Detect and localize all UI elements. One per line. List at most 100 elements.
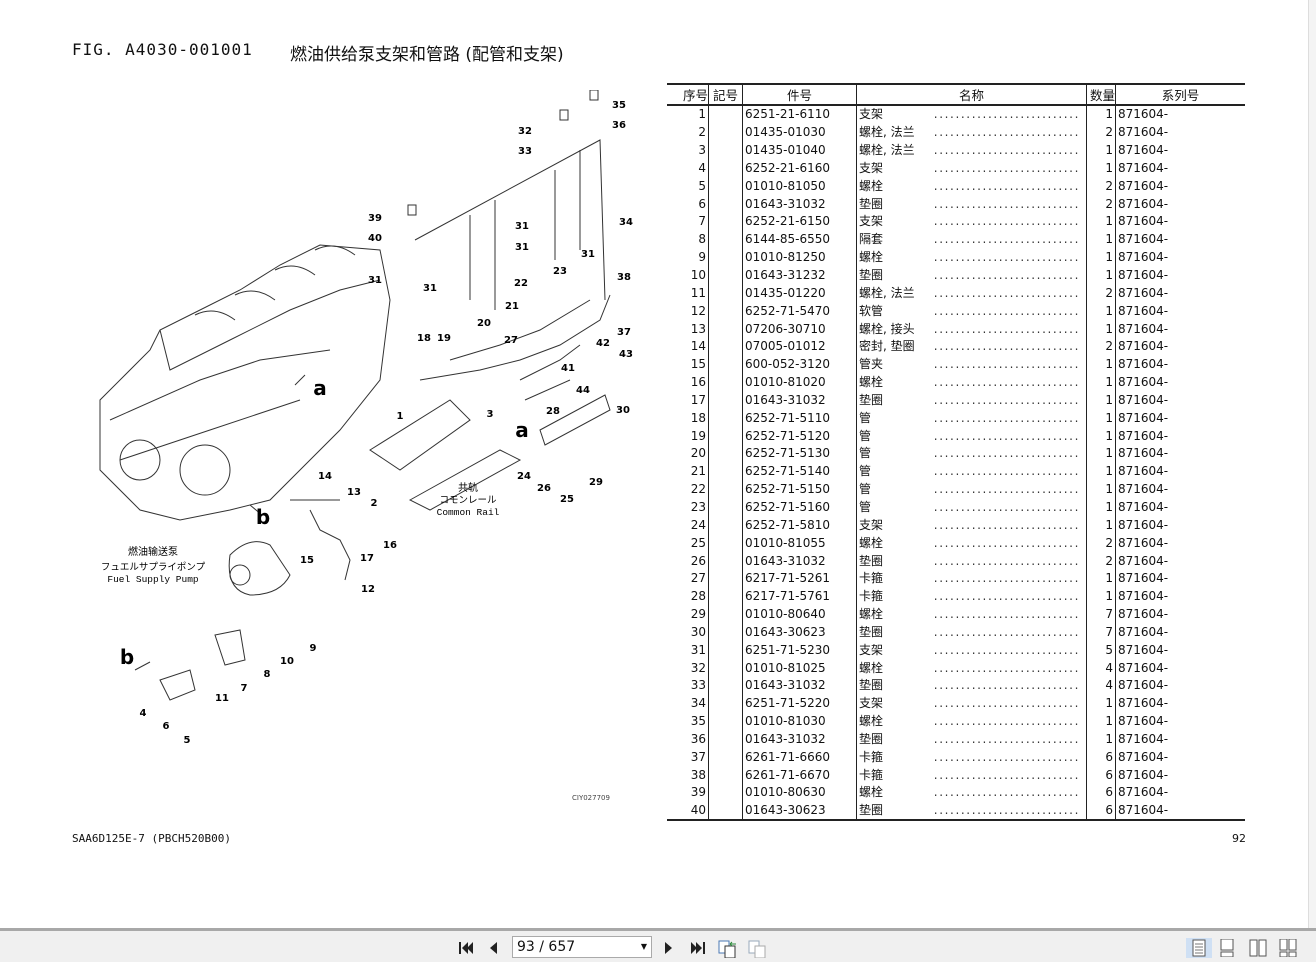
item-name: 软管........................... [856, 302, 1087, 321]
item-name: 支架........................... [856, 159, 1087, 178]
item-mark [708, 177, 743, 196]
leader-dots: ........................... [933, 339, 1080, 354]
vertical-scrollbar[interactable] [1308, 0, 1316, 928]
item-quantity: 1 [1086, 248, 1116, 267]
col-index: 序号 [667, 84, 709, 106]
item-index: 29 [690, 607, 706, 622]
item-serial: 871604- [1115, 213, 1245, 231]
continuous-facing-view-button[interactable] [1276, 938, 1300, 958]
last-page-button[interactable] [688, 938, 708, 958]
item-serial: 871604- [1115, 623, 1245, 642]
chevron-down-icon[interactable]: ▼ [640, 942, 647, 951]
next-page-button[interactable] [660, 938, 678, 958]
previous-view-button[interactable] [716, 938, 740, 958]
callout-28: 28 [546, 406, 560, 417]
leader-dots: ........................... [933, 232, 1080, 247]
item-name: 螺栓........................... [856, 659, 1087, 677]
item-part-number: 6251-71-5220 [742, 694, 857, 713]
item-index: 19 [690, 428, 706, 443]
callout-39: 39 [368, 213, 382, 224]
item-part-number: 01643-31232 [742, 266, 857, 285]
common-rail-label: 共轨 コモンレール Common Rail [437, 481, 500, 518]
callout-17: 17 [360, 553, 374, 564]
item-part-number: 6261-71-6660 [742, 748, 857, 767]
item-quantity: 1 [1086, 587, 1116, 606]
item-part-number: 6252-71-5810 [742, 516, 857, 535]
item-mark [708, 266, 743, 285]
item-name: 垫圈........................... [856, 391, 1087, 410]
callout-37: 37 [617, 327, 631, 338]
item-part-number: 01010-81055 [742, 534, 857, 553]
first-page-button[interactable] [456, 938, 476, 958]
facing-view-button[interactable] [1246, 938, 1270, 958]
item-serial: 871604- [1115, 498, 1245, 517]
item-serial: 871604- [1115, 123, 1245, 142]
item-part-number: 01010-81030 [742, 712, 857, 731]
item-serial: 871604- [1115, 712, 1245, 731]
item-name-text: 螺栓, 接头 [859, 321, 915, 336]
item-name-text: 螺栓 [859, 375, 884, 390]
item-quantity: 6 [1086, 766, 1116, 785]
item-mark [708, 123, 743, 142]
callout-12: 12 [361, 584, 375, 595]
item-serial: 871604- [1115, 391, 1245, 410]
item-name: 螺栓........................... [856, 534, 1087, 553]
single-page-view-button[interactable] [1186, 938, 1212, 958]
item-index: 12 [690, 303, 706, 318]
callout-a: a [515, 418, 529, 442]
item-quantity: 1 [1086, 569, 1116, 588]
item-serial: 871604- [1115, 230, 1245, 249]
callout-25: 25 [560, 494, 574, 505]
item-quantity: 1 [1086, 462, 1116, 481]
page-number: 92 [1232, 832, 1246, 845]
next-view-button[interactable] [746, 938, 770, 958]
leader-dots: ........................... [933, 482, 1080, 497]
item-quantity: 1 [1086, 427, 1116, 446]
item-serial: 871604- [1115, 462, 1245, 481]
item-index: 15 [690, 357, 706, 372]
item-mark [708, 801, 743, 820]
callout-13: 13 [347, 487, 361, 498]
leader-dots: ........................... [933, 607, 1080, 622]
item-serial: 871604- [1115, 730, 1245, 749]
item-mark [708, 391, 743, 410]
item-mark [708, 730, 743, 749]
svg-text:燃油输送泵: 燃油输送泵 [128, 545, 178, 558]
item-name-text: 管 [859, 464, 872, 479]
item-quantity: 1 [1086, 712, 1116, 731]
item-quantity: 2 [1086, 552, 1116, 570]
page-number-input[interactable]: 93 / 657▼ [512, 936, 652, 958]
item-quantity: 1 [1086, 266, 1116, 285]
callout-31: 31 [423, 283, 437, 294]
previous-page-button[interactable] [484, 938, 502, 958]
viewer-toolbar: 93 / 657▼ [0, 928, 1316, 962]
item-index: 37 [690, 749, 706, 764]
item-quantity: 1 [1086, 445, 1116, 463]
item-serial: 871604- [1115, 195, 1245, 214]
item-mark [708, 320, 743, 338]
last-page-icon [691, 942, 705, 954]
item-quantity: 1 [1086, 730, 1116, 749]
callout-38: 38 [617, 272, 631, 283]
callout-31: 31 [581, 249, 595, 260]
item-index: 6 [698, 196, 706, 211]
item-name-text: 螺栓 [859, 607, 884, 622]
item-serial: 871604- [1115, 302, 1245, 321]
item-mark [708, 213, 743, 231]
item-index: 11 [690, 285, 706, 300]
continuous-view-button[interactable] [1216, 938, 1238, 958]
item-name-text: 支架 [859, 160, 884, 175]
item-name: 螺栓........................... [856, 605, 1087, 624]
item-index: 23 [690, 499, 706, 514]
item-serial: 871604- [1115, 748, 1245, 767]
item-index: 34 [690, 696, 706, 711]
